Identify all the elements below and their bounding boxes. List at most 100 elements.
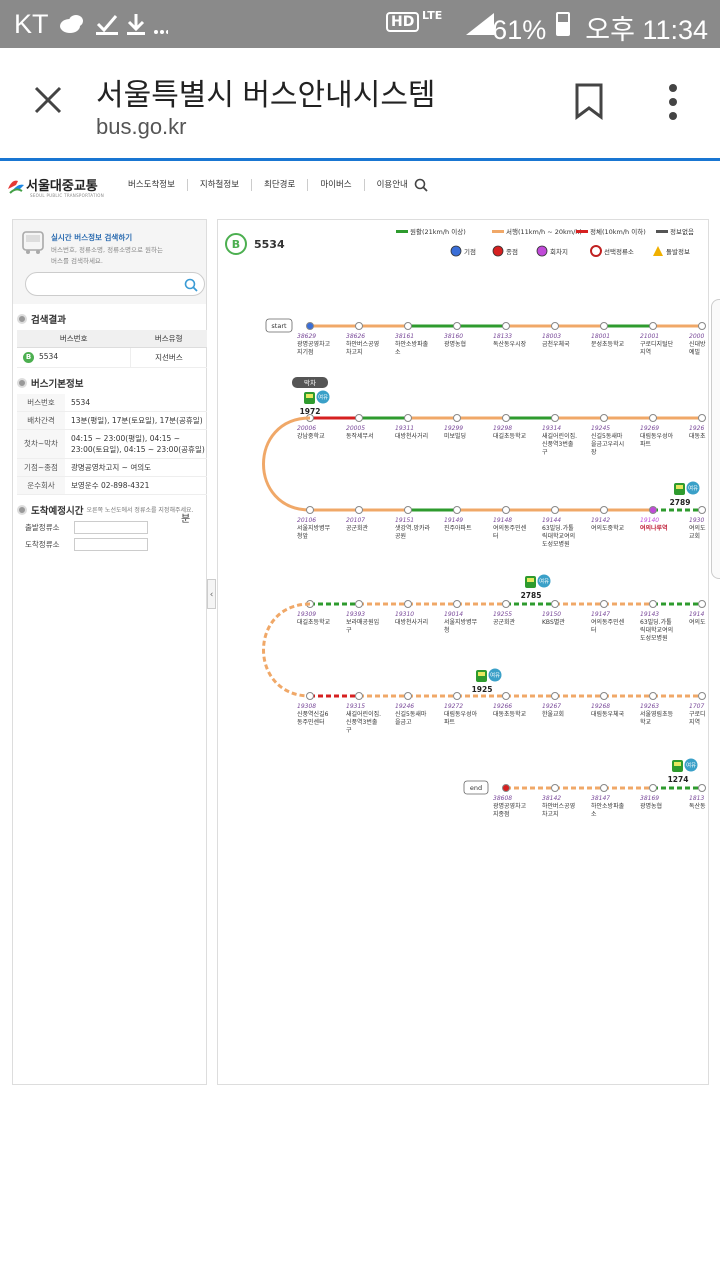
- stop-id: 19150: [542, 611, 561, 618]
- stop-marker[interactable]: [600, 322, 608, 330]
- stop-marker[interactable]: [453, 600, 461, 608]
- bus-plate: 1274: [668, 775, 689, 784]
- legend-speed-label: 정체(10km/h 이하): [590, 227, 646, 236]
- stop-marker[interactable]: [649, 322, 657, 330]
- stop-marker[interactable]: [649, 414, 657, 422]
- stop-marker[interactable]: [698, 692, 706, 700]
- legend-speed-label: 서행(11km/h ~ 20km/h): [506, 227, 582, 236]
- stop-marker[interactable]: [404, 600, 412, 608]
- stop-marker[interactable]: [404, 322, 412, 330]
- stop-marker[interactable]: [355, 414, 363, 422]
- stop-marker[interactable]: [306, 692, 314, 700]
- browser-toolbar: 서울특별시 버스안내시스템 bus.go.kr: [0, 48, 720, 160]
- stop-id: 19151: [395, 517, 414, 524]
- depart-stop-field[interactable]: [73, 520, 148, 534]
- last-bus-tag: [292, 377, 328, 388]
- stop-marker[interactable]: [355, 322, 363, 330]
- stop-marker[interactable]: [600, 784, 608, 792]
- stop-marker[interactable]: [600, 506, 608, 514]
- stop-marker[interactable]: [404, 692, 412, 700]
- stop-marker[interactable]: [551, 414, 559, 422]
- stop-marker[interactable]: [502, 322, 510, 330]
- stop-marker[interactable]: [600, 692, 608, 700]
- legend-marker-label: 회차지: [550, 247, 568, 256]
- turnaround-stop-marker[interactable]: [649, 506, 657, 514]
- stop-marker[interactable]: [600, 600, 608, 608]
- stop-name: 하안소방파출: [395, 340, 429, 348]
- scroll-handle[interactable]: [711, 299, 720, 579]
- stop-name: 릭대학교여의: [542, 532, 575, 540]
- stop-name: 을금고우리시: [591, 440, 624, 448]
- stop-marker[interactable]: [453, 322, 461, 330]
- stop-marker[interactable]: [355, 506, 363, 514]
- stop-marker[interactable]: [404, 506, 412, 514]
- legend-marker-label: 기점: [464, 247, 476, 256]
- stop-marker[interactable]: [453, 692, 461, 700]
- stop-id: 19310: [395, 611, 414, 618]
- stop-marker[interactable]: [698, 414, 706, 422]
- check-icon: [96, 15, 118, 35]
- close-icon[interactable]: [30, 82, 66, 118]
- bus-window-icon: [527, 578, 534, 582]
- stop-name: 대길초등학교: [493, 432, 527, 440]
- stop-marker[interactable]: [306, 506, 314, 514]
- stop-marker[interactable]: [551, 600, 559, 608]
- stop-marker[interactable]: [551, 506, 559, 514]
- stop-marker[interactable]: [502, 600, 510, 608]
- stop-marker[interactable]: [698, 506, 706, 514]
- start-tag: [265, 318, 293, 333]
- stop-marker[interactable]: [551, 692, 559, 700]
- stop-marker[interactable]: [698, 322, 706, 330]
- stop-name: 서울지방병무: [297, 524, 331, 532]
- stop-marker[interactable]: [698, 600, 706, 608]
- stop-marker[interactable]: [698, 784, 706, 792]
- stop-id: 19148: [493, 517, 512, 524]
- seat-badge-icon: [316, 390, 330, 404]
- stop-marker[interactable]: [600, 414, 608, 422]
- stop-marker[interactable]: [551, 784, 559, 792]
- stop-id: 19143: [640, 611, 659, 618]
- arrive-stop-field[interactable]: [73, 537, 148, 551]
- status-bar: KT HD LTE 61% 오후 11:34: [0, 0, 720, 48]
- stop-marker[interactable]: [649, 692, 657, 700]
- stop-marker[interactable]: [649, 600, 657, 608]
- search-icon[interactable]: [184, 277, 198, 296]
- stop-marker[interactable]: [502, 414, 510, 422]
- bullet-icon: [17, 377, 27, 388]
- search-input[interactable]: [25, 272, 205, 296]
- stop-marker[interactable]: [502, 692, 510, 700]
- result-bus-number[interactable]: 5534: [39, 351, 59, 361]
- search-icon[interactable]: [414, 177, 428, 196]
- stop-id: 19309: [297, 611, 316, 618]
- stop-marker[interactable]: [453, 414, 461, 422]
- stop-name: 미보빌딩: [444, 432, 466, 440]
- bus-plate: 2785: [521, 591, 542, 600]
- nav-my-bus[interactable]: 마이버스: [307, 179, 363, 191]
- url-label[interactable]: bus.go.kr: [96, 114, 187, 139]
- nav-bus-arrival[interactable]: 버스도착정보: [128, 180, 175, 190]
- site-logo[interactable]: 서울대중교통 SEOUL PUBLIC TRANSPORTATION: [6, 175, 104, 198]
- stop-marker[interactable]: [453, 506, 461, 514]
- stop-marker[interactable]: [404, 414, 412, 422]
- stop-marker[interactable]: [355, 600, 363, 608]
- nav-subway[interactable]: 지하철정보: [186, 179, 251, 191]
- notification-icons: [58, 10, 170, 44]
- stop-name: 도성모병원: [542, 540, 570, 548]
- overflow-menu-icon[interactable]: [668, 84, 678, 124]
- start-stop-marker[interactable]: [306, 322, 314, 330]
- stop-name: 차고지: [346, 348, 363, 356]
- nav-guide[interactable]: 이용안내: [363, 179, 420, 191]
- stop-name: 을금고: [395, 719, 412, 726]
- stop-id: 38608: [493, 795, 512, 802]
- stop-name: 대림동우성아: [444, 710, 478, 718]
- stop-marker[interactable]: [649, 784, 657, 792]
- stop-marker[interactable]: [502, 506, 510, 514]
- bookmark-icon[interactable]: [574, 82, 604, 124]
- end-stop-marker[interactable]: [502, 784, 510, 792]
- panel-toggle-button[interactable]: ‹: [207, 579, 216, 609]
- stop-marker[interactable]: [551, 322, 559, 330]
- stop-name: 신풍역3번출: [542, 440, 574, 448]
- nav-shortest-route[interactable]: 최단경로: [251, 179, 307, 191]
- stop-marker[interactable]: [355, 692, 363, 700]
